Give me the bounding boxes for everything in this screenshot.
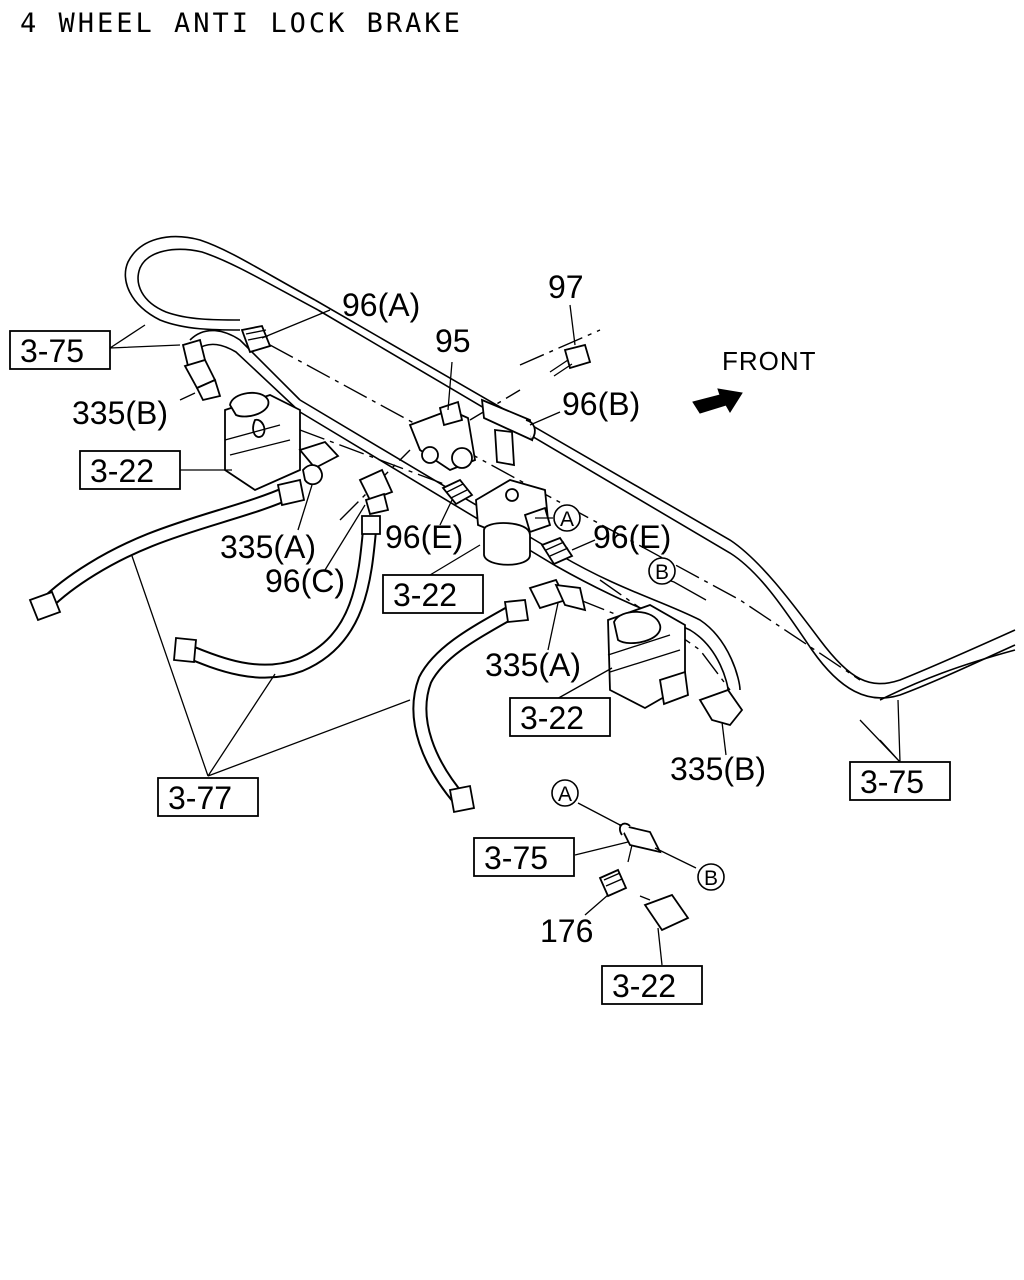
callout-b-lower: B (697, 863, 725, 891)
svg-text:3-75: 3-75 (20, 333, 84, 369)
fitting-96e-b (540, 536, 574, 566)
ref-box-3-22-center: 3-22 (382, 574, 484, 614)
svg-text:3-75: 3-75 (484, 840, 548, 876)
callout-b-upper: B (648, 557, 676, 585)
ref-box-3-77: 3-77 (157, 777, 259, 817)
fitting-335a-center (528, 578, 587, 612)
ref-box-3-75-right: 3-75 (849, 761, 951, 801)
tee-fitting-bottom (618, 822, 662, 863)
svg-text:3-77: 3-77 (168, 780, 232, 816)
front-indicator: FRONT (692, 346, 817, 414)
ref-box-3-75-bottom: 3-75 (473, 837, 575, 877)
switch-176 (598, 868, 628, 898)
pressure-sensor (639, 893, 690, 932)
ref-box-3-22-left: 3-22 (79, 450, 181, 490)
valve-left (224, 391, 340, 492)
fitting-96c (358, 468, 394, 516)
svg-text:A: A (558, 783, 572, 806)
svg-text:A: A (560, 508, 574, 531)
diagram-title: 4 WHEEL ANTI LOCK BRAKE (20, 8, 463, 39)
part-label-335b-right: 335(B) (670, 751, 766, 787)
relay-valve-center (475, 479, 552, 566)
svg-text:3-22: 3-22 (520, 700, 584, 736)
part-label-96e-center: 96(E) (385, 519, 463, 555)
fitting-96a (240, 324, 272, 354)
valve-right (607, 604, 689, 710)
part-label-95: 95 (435, 323, 471, 359)
part-label-96c: 96(C) (265, 563, 345, 599)
hoses (28, 478, 530, 814)
svg-text:B: B (655, 561, 669, 584)
callout-a-lower: A (551, 779, 579, 807)
part-label-176: 176 (540, 913, 593, 949)
front-arrow-icon (692, 388, 743, 414)
svg-text:3-22: 3-22 (612, 968, 676, 1004)
part-label-97: 97 (548, 269, 584, 305)
front-label: FRONT (722, 346, 817, 376)
ref-box-3-22-right-valve: 3-22 (509, 697, 611, 737)
ref-box-3-22-bottom: 3-22 (601, 965, 703, 1005)
part-label-96e-right: 96(E) (593, 519, 671, 555)
tee-96b (480, 398, 536, 467)
part-label-335b-left: 335(B) (72, 395, 168, 431)
fitting-335b-right (698, 688, 744, 727)
fitting-96e-a (441, 478, 474, 506)
svg-text:3-75: 3-75 (860, 764, 924, 800)
part-label-335a-left: 335(A) (220, 529, 316, 565)
bolt-97 (549, 343, 592, 377)
leader-lines (109, 304, 901, 966)
svg-text:3-22: 3-22 (393, 577, 457, 613)
svg-text:3-22: 3-22 (90, 453, 154, 489)
fitting-335b-left (181, 338, 222, 402)
valve-95 (408, 400, 477, 472)
ref-box-3-75-top-left: 3-75 (9, 330, 111, 370)
svg-text:B: B (704, 867, 718, 890)
part-label-96b: 96(B) (562, 386, 640, 422)
callout-a-upper: A (553, 504, 581, 532)
part-label-96a: 96(A) (342, 287, 420, 323)
part-label-335a-center: 335(A) (485, 647, 581, 683)
